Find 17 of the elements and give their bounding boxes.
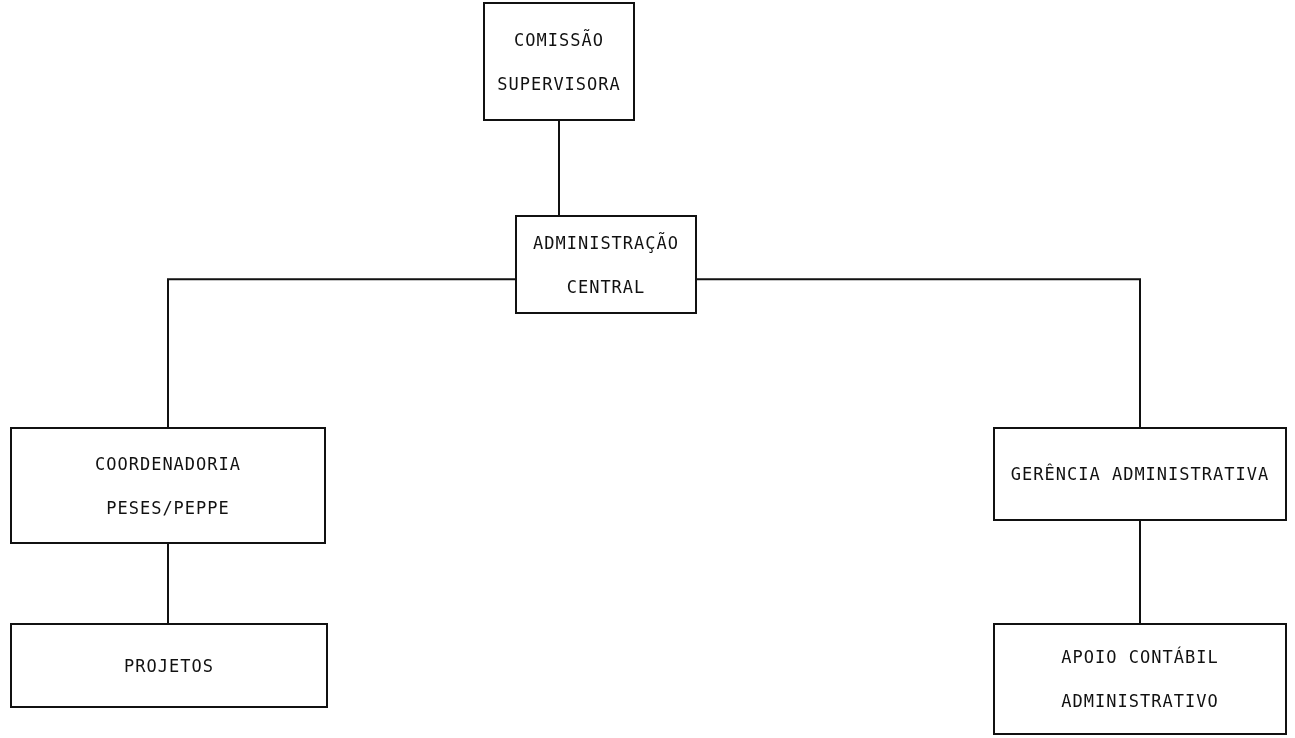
box-label: COORDENADORIA PESES/PEPPE bbox=[93, 452, 243, 520]
box-label: PROJETOS bbox=[124, 654, 214, 678]
org-box bbox=[483, 2, 635, 121]
connector-line bbox=[167, 278, 516, 428]
connector-line bbox=[1139, 520, 1141, 624]
org-box bbox=[10, 427, 326, 544]
org-box bbox=[515, 215, 697, 314]
box-label: GERÊNCIA ADMINISTRATIVA bbox=[1010, 462, 1270, 486]
org-box bbox=[993, 427, 1287, 521]
box-label: APOIO CONTÁBIL ADMINISTRATIVO bbox=[1060, 645, 1220, 713]
org-box bbox=[10, 623, 328, 708]
box-label: ADMINISTRAÇÃO CENTRAL bbox=[531, 231, 681, 299]
box-label: COMISSÃO SUPERVISORA bbox=[497, 28, 621, 96]
connector-line bbox=[167, 543, 169, 624]
connector-line bbox=[696, 278, 1141, 428]
connector-line bbox=[558, 120, 560, 216]
org-box bbox=[993, 623, 1287, 735]
